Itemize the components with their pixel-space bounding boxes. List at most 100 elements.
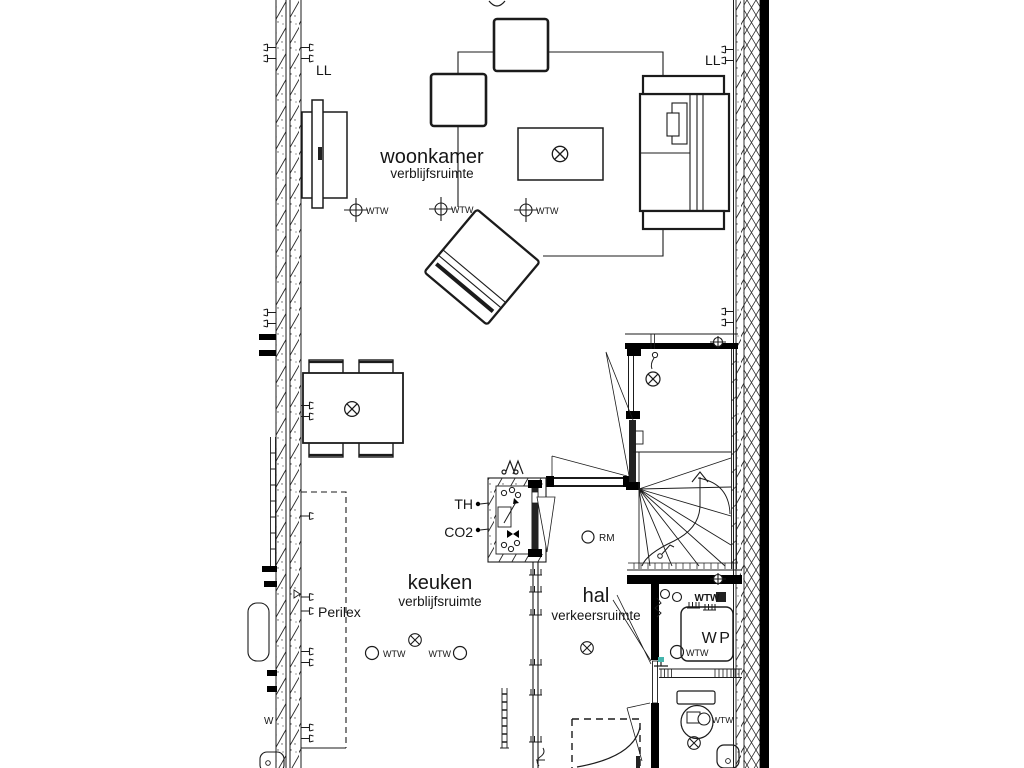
wtw-valve-icon — [452, 645, 468, 661]
meterkast: TH CO2 — [444, 455, 631, 563]
meterkast-door — [531, 488, 539, 549]
pendant-hook-icon — [651, 351, 659, 359]
door-swing — [536, 496, 556, 553]
side-table-1 — [492, 17, 550, 73]
room-name-woonkamer: woonkamer — [379, 146, 484, 168]
party-wall-leaf-1 — [276, 0, 286, 768]
neighbor-fountain — [259, 751, 285, 768]
room-type-woonkamer: verblijfsruimte — [390, 166, 473, 181]
door-swing — [551, 455, 628, 477]
socket-icon — [300, 511, 315, 521]
party-wall-leaf-2 — [290, 0, 301, 768]
switch-icon — [657, 544, 675, 559]
ceiling-arc — [488, 0, 506, 7]
wtw-label: WTW — [366, 206, 389, 216]
wtw-label: WTW — [429, 649, 452, 659]
ll-label-right: LL — [705, 52, 721, 68]
facade-outer-leaf — [760, 0, 769, 768]
wtw-valve-icon — [697, 712, 711, 726]
meter-unit — [497, 506, 512, 528]
wtw-valve-icon — [669, 644, 685, 660]
toilet-cistern — [676, 690, 716, 705]
socket-icon — [262, 43, 277, 63]
kitchen-counter-dashed — [301, 491, 347, 748]
duct-ladder — [500, 688, 509, 749]
stairwell: RM — [581, 333, 742, 586]
facade-inner-leaf — [736, 0, 744, 768]
door-swing — [605, 351, 634, 482]
heat-pump-unit — [680, 606, 734, 662]
smoke-detector-icon — [581, 530, 595, 544]
keuken-room: WTW WTW keuken verblijfsruimte Perilex — [293, 491, 482, 749]
woonkamer-room: WTW WTW WTW woonkamer verblijfsruimte — [301, 0, 731, 325]
facade-wall-right — [733, 0, 769, 768]
installation-cluster — [659, 588, 717, 611]
socket-icon — [300, 606, 315, 616]
room-name-hal: hal — [583, 585, 610, 607]
walkline-arrow-icon — [691, 471, 709, 483]
wtw-label: WTW — [695, 593, 721, 604]
neighbor-sink — [247, 602, 270, 662]
hal-wp-wall — [651, 584, 659, 768]
tv-panel — [311, 99, 324, 209]
socket-icon — [300, 723, 315, 743]
party-wall-left — [275, 0, 302, 768]
wtw-label: WTW — [451, 205, 474, 215]
pendant-light-icon — [645, 371, 661, 387]
socket-icon — [300, 592, 315, 602]
co2-label: CO2 — [444, 524, 473, 540]
perilex-marker — [293, 589, 301, 599]
socket-icon — [300, 43, 315, 63]
room-type-keuken: verblijfsruimte — [398, 594, 481, 609]
tv-cabinet — [301, 111, 348, 199]
wp-door — [652, 660, 658, 704]
hal-room: hal verkeersruimte — [551, 585, 652, 768]
tap-icon — [654, 657, 668, 667]
wall-sockets: LL LL — [300, 43, 735, 743]
wtw-label: WTW — [536, 206, 559, 216]
door-swing — [612, 594, 652, 762]
wtw-valve-icon — [513, 197, 539, 223]
wp-label: WP — [702, 630, 733, 647]
flex-connection-icon — [654, 597, 662, 618]
socket-icon — [720, 307, 735, 327]
stair-treads — [628, 349, 738, 569]
neighbor-fragments: W — [247, 43, 285, 768]
wp-room: WTW WP WTW — [654, 588, 734, 667]
rm-label: RM — [599, 533, 615, 544]
wp-toilet-partition — [659, 668, 742, 678]
socket-icon — [720, 45, 735, 65]
switch-icon — [536, 747, 545, 767]
entry-zone-dashed — [571, 718, 641, 768]
furniture-connector-lines — [457, 51, 664, 257]
socket-icon — [262, 308, 277, 328]
meterkast-symbols — [500, 486, 522, 553]
wtw-label: WTW — [383, 649, 406, 659]
light-point-icon — [580, 641, 594, 655]
facade-insulation — [744, 0, 760, 768]
ll-label-left: LL — [316, 62, 332, 78]
coffee-table — [517, 127, 604, 181]
neighbor-text-fragment: W — [264, 716, 274, 727]
sofa — [638, 74, 731, 231]
front-door-swing — [576, 726, 641, 768]
wtw-valve-icon — [428, 196, 454, 222]
perilex-label: Perilex — [318, 604, 361, 620]
wtw-label: WTW — [686, 648, 709, 658]
doorbell-icon — [501, 459, 524, 475]
stair-door — [629, 420, 636, 482]
socket-icon — [300, 647, 315, 667]
side-table-2 — [429, 72, 488, 128]
room-type-hal: verkeersruimte — [551, 608, 640, 623]
wtw-valve-icon — [364, 645, 380, 661]
keuken-hal-wall — [500, 562, 545, 768]
fountain-sink — [716, 744, 740, 768]
toilet-room: WTW — [676, 690, 740, 768]
light-point-icon — [408, 633, 422, 647]
wtw-label: WTW — [712, 715, 733, 725]
stair-walkline — [641, 477, 701, 567]
th-label: TH — [454, 496, 473, 512]
room-name-keuken: keuken — [408, 572, 473, 594]
wtw-valve-icon — [343, 197, 369, 223]
